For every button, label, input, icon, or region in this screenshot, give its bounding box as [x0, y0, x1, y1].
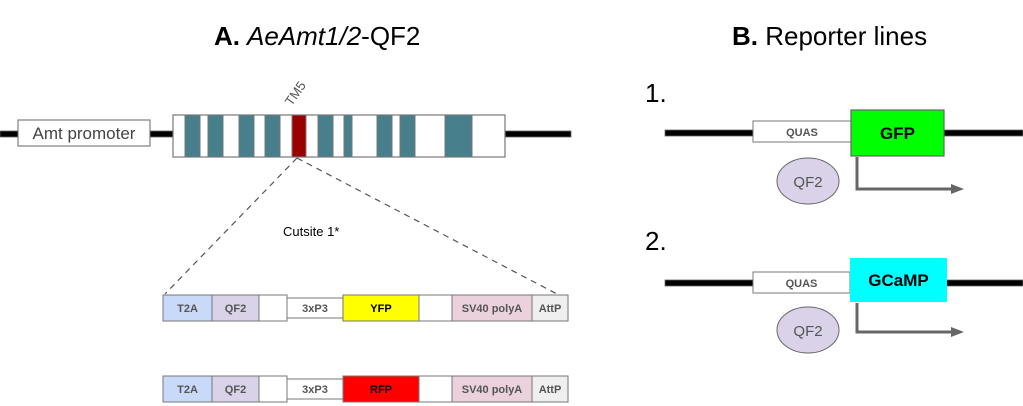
construct-segment-label: QF2 — [225, 384, 246, 396]
construct-segment-3xp3: 3xP3 — [286, 297, 344, 319]
construct-segment-sv40-polya: SV40 polyA — [451, 294, 533, 322]
construct-segment-3xp3: 3xP3 — [286, 378, 344, 400]
quas-element: QUAS — [752, 120, 852, 143]
construct-rfp: T2A QF2 3xP3 RFP SV40 polyA AttP — [162, 375, 569, 403]
panel-b-title: B. Reporter lines — [732, 21, 927, 51]
construct-segment-spacer — [258, 294, 288, 322]
cutsite-label: Cutsite 1* — [283, 224, 339, 239]
construct-segment-qf2: QF2 — [211, 375, 260, 403]
construct-segment-label: T2A — [177, 303, 198, 315]
construct-segment-attp: AttP — [531, 294, 569, 322]
panel-a-title: A.AeAmt1/2-QF2 — [214, 21, 420, 51]
construct-segment-yfp: YFP — [342, 294, 420, 322]
exon — [238, 114, 255, 158]
construct-segment-label: AttP — [539, 384, 562, 396]
exon — [399, 114, 416, 158]
amt-gene — [172, 114, 506, 158]
panel-a: A.AeAmt1/2-QF2 Amt promoter TM5 Cutsite … — [0, 21, 572, 403]
exon — [184, 114, 201, 158]
panel-a-title-suffix: -QF2 — [361, 21, 420, 51]
construct-segment-label: SV40 polyA — [462, 384, 523, 396]
exon — [444, 114, 473, 158]
qf2-label: QF2 — [793, 174, 822, 191]
construct-segment-label: 3xP3 — [302, 303, 328, 315]
qf2-activator: QF2 — [776, 306, 840, 354]
transcription-arrow-icon — [855, 157, 964, 194]
panel-a-title-gene: AeAmt1/2 — [245, 21, 362, 51]
reporter-label: GCaMP — [868, 271, 928, 290]
construct-segment-t2a: T2A — [162, 294, 213, 322]
construct-segment-rfp: RFP — [342, 375, 420, 403]
reporter-number: 1. — [645, 78, 667, 108]
qf2-activator: QF2 — [776, 157, 840, 205]
expansion-line-right — [296, 157, 558, 295]
construct-segment-t2a: T2A — [162, 375, 213, 403]
exon — [343, 114, 353, 158]
construct-segment-label: AttP — [539, 303, 562, 315]
qf2-label: QF2 — [793, 323, 822, 340]
exon-tm5 — [291, 114, 307, 158]
amt-promoter-label: Amt promoter — [33, 124, 136, 143]
quas-label: QUAS — [786, 278, 818, 290]
tm5-label: TM5 — [282, 78, 309, 108]
quas-element: QUAS — [752, 271, 851, 294]
transcription-arrow-icon — [855, 303, 964, 337]
exon — [207, 114, 224, 158]
reporter-gene: GFP — [850, 109, 945, 157]
construct-yfp: T2A QF2 3xP3 YFP SV40 polyA AttP — [162, 294, 569, 322]
expansion-line-left — [164, 157, 298, 295]
panel-b: B. Reporter lines 1. QUAS GFP QF2 2. QUAS GCa… — [645, 21, 1023, 354]
construct-segment-spacer — [258, 375, 288, 403]
reporter-gene: GCaMP — [850, 258, 947, 302]
construct-segment-sv40-polya: SV40 polyA — [451, 375, 533, 403]
construct-segment-label: YFP — [370, 303, 391, 315]
panel-a-title-prefix: A. — [214, 21, 240, 51]
panel-b-title-prefix: B. — [732, 21, 758, 51]
amt-promoter: Amt promoter — [17, 119, 151, 147]
construct-segment-spacer — [418, 375, 453, 403]
construct-segment-spacer — [418, 294, 453, 322]
construct-segment-label: T2A — [177, 384, 198, 396]
exon — [317, 114, 334, 158]
exon — [264, 114, 281, 158]
construct-segment-label: SV40 polyA — [462, 303, 523, 315]
reporter-line-2: 2. QUAS GCaMP QF2 — [645, 226, 1023, 354]
construct-segment-attp: AttP — [531, 375, 569, 403]
reporter-label: GFP — [880, 124, 915, 143]
construct-segment-label: QF2 — [225, 303, 246, 315]
construct-segment-label: 3xP3 — [302, 384, 328, 396]
construct-segment-qf2: QF2 — [211, 294, 260, 322]
reporter-line-1: 1. QUAS GFP QF2 — [645, 78, 1023, 205]
quas-label: QUAS — [786, 127, 818, 139]
construct-segment-label: RFP — [370, 384, 392, 396]
reporter-number: 2. — [645, 226, 667, 256]
exon — [376, 114, 393, 158]
panel-b-title-text: Reporter lines — [758, 21, 927, 51]
